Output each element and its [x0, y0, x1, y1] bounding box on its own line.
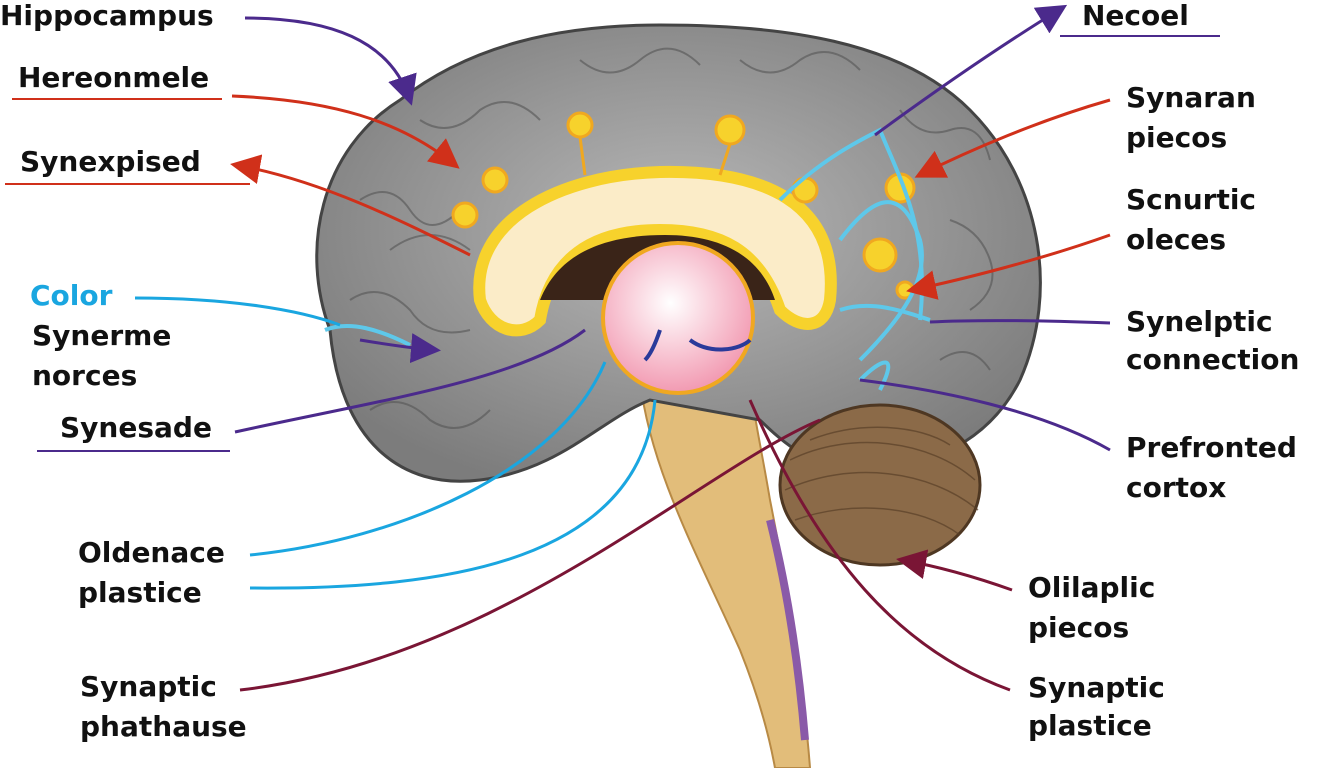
label-necoel: Necoel: [1082, 0, 1189, 32]
label-synelptic: Synelptic: [1126, 305, 1273, 338]
label-synexpised: Synexpised: [20, 145, 201, 178]
label-color: Color: [30, 279, 113, 312]
underline: [1060, 35, 1220, 37]
label-prefronted-2: cortox: [1126, 471, 1227, 504]
label-synesade: Synesade: [60, 411, 212, 444]
brain-folds: [349, 47, 994, 429]
label-oldenace: Oldenace: [78, 536, 225, 569]
leader-lines: [134, 4, 1111, 692]
label-synaptic-plastice-2: plastice: [1028, 709, 1152, 742]
underline: [5, 183, 250, 185]
label-olilaplic: Olilaplic: [1028, 571, 1156, 604]
yellow-nodes: [451, 111, 916, 300]
label-scnurtic-2: oleces: [1126, 223, 1227, 256]
label-synaran: Synaran: [1126, 81, 1256, 114]
label-hereonmele: Hereonmele: [18, 61, 210, 94]
underline: [37, 450, 230, 452]
brainstem: [638, 368, 812, 768]
label-synaptic-phathause-2: phathause: [80, 710, 247, 743]
label-synerme-2: norces: [32, 359, 138, 392]
cerebellum: [778, 403, 982, 567]
label-synerme: Synerme: [32, 319, 172, 352]
label-prefronted: Prefronted: [1126, 431, 1297, 464]
label-synelptic-2: connection: [1126, 343, 1300, 376]
label-hippocampus: Hippocampus: [0, 0, 214, 32]
label-scnurtic: Scnurtic: [1126, 183, 1257, 216]
label-synaran-2: piecos: [1126, 121, 1228, 154]
label-olilaplic-2: piecos: [1028, 611, 1130, 644]
thalamus-sphere: [601, 241, 755, 395]
neuron-fibers: [324, 127, 931, 391]
label-oldenace-2: plastice: [78, 576, 202, 609]
label-synaptic-phathause: Synaptic: [80, 670, 217, 703]
underline: [12, 98, 222, 100]
label-synaptic-plastice: Synaptic: [1028, 671, 1165, 704]
